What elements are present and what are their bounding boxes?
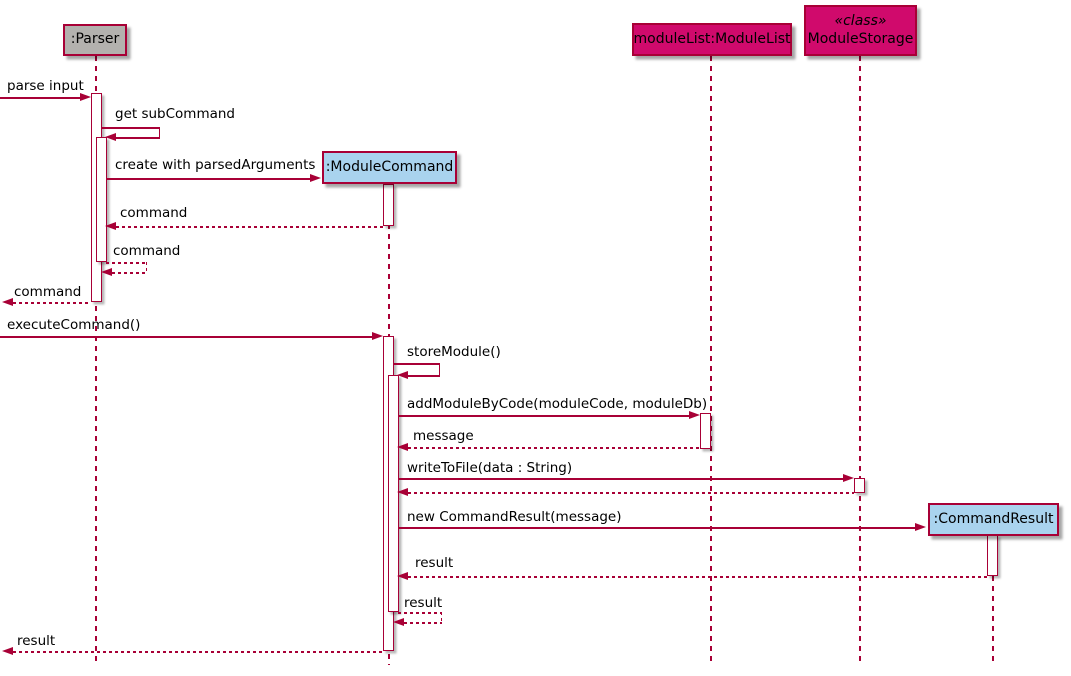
message-line-result-return-2-down [440,612,442,623]
message-line-command-return-3 [13,302,91,304]
message-line-command-return-2-down [145,262,147,273]
message-label-create-module-command: create with parsedArguments [115,157,316,173]
message-label-command-return-3: command [14,284,82,300]
message-label-new-command-result: new CommandResult(message) [407,509,622,525]
participant-module-list-label: moduleList:ModuleList [633,30,791,47]
arrowhead-left-icon [397,443,408,451]
arrowhead-left-icon [397,488,408,496]
activation-parser-nested [96,137,107,262]
message-line-command-return-2-out [106,262,147,264]
message-line-store-module-out [393,363,440,365]
message-label-get-subcommand: get subCommand [115,106,236,122]
message-line-parse-input [0,97,80,99]
arrowhead-right-icon [310,174,321,182]
message-label-command-return-1: command [120,205,188,221]
participant-parser-label: :Parser [70,31,120,48]
arrowhead-left-icon [393,618,404,626]
participant-command-result-label: :CommandResult [933,510,1054,527]
message-line-get-subcommand-back [116,137,160,139]
message-line-message-return [408,447,700,449]
message-line-command-return-2-back [112,272,147,274]
message-line-get-subcommand-down [158,127,160,138]
message-label-result-return-2: result [404,595,443,611]
arrowhead-left-icon [105,133,116,141]
lifeline-command-result [992,536,994,665]
arrowhead-left-icon [2,298,13,306]
arrowhead-right-icon [915,523,926,531]
message-label-execute-command: executeCommand() [7,317,141,333]
participant-module-list: moduleList:ModuleList [632,23,792,56]
message-line-store-module-back [408,375,440,377]
activation-module-list [700,413,711,449]
message-line-result-return-1 [408,576,987,578]
activation-module-storage [854,478,865,493]
arrowhead-right-icon [689,411,700,419]
lifeline-module-storage [859,56,861,665]
arrowhead-left-icon [397,572,408,580]
message-label-command-return-2: command [113,243,181,259]
arrowhead-right-icon [80,93,91,101]
message-label-store-module: storeModule() [407,344,501,360]
arrowhead-left-icon [105,222,116,230]
lifeline-module-list [710,56,712,665]
message-label-write-to-file: writeToFile(data : String) [407,460,573,476]
message-line-write-to-file [398,478,843,480]
message-line-result-return-2-out [398,612,442,614]
message-line-add-module-by-code [398,415,689,417]
message-line-result-return-2-back [404,622,442,624]
arrowhead-left-icon [397,371,408,379]
message-line-new-command-result [398,527,915,529]
activation-module-command-create [383,184,394,226]
arrowhead-left-icon [101,268,112,276]
participant-module-storage: «class» ModuleStorage [804,5,917,56]
message-label-parse-input: parse input [7,78,84,94]
message-line-storage-return [408,492,854,494]
message-line-create-module-command [106,178,310,180]
message-label-result-return-3: result [17,633,56,649]
participant-module-storage-label: ModuleStorage [807,30,914,47]
message-line-get-subcommand-out [101,127,160,129]
message-line-result-return-3 [13,651,383,653]
participant-command-result: :CommandResult [928,503,1059,536]
participant-module-command-label: :ModuleCommand [325,158,454,175]
activation-command-result [987,535,998,576]
message-label-result-return-1: result [415,555,454,571]
arrowhead-left-icon [2,647,13,655]
message-label-message-return: message [413,428,474,444]
message-line-command-return-1 [116,226,383,228]
participant-parser: :Parser [63,24,127,56]
message-line-store-module-down [438,363,440,376]
arrowhead-right-icon [843,474,854,482]
message-line-execute-command [0,336,372,338]
participant-module-storage-stereotype: «class» [834,13,887,29]
message-label-add-module-by-code: addModuleByCode(moduleCode, moduleDb) [407,396,708,412]
participant-module-command: :ModuleCommand [322,151,457,184]
arrowhead-right-icon [372,332,383,340]
lifeline-parser [95,56,97,665]
